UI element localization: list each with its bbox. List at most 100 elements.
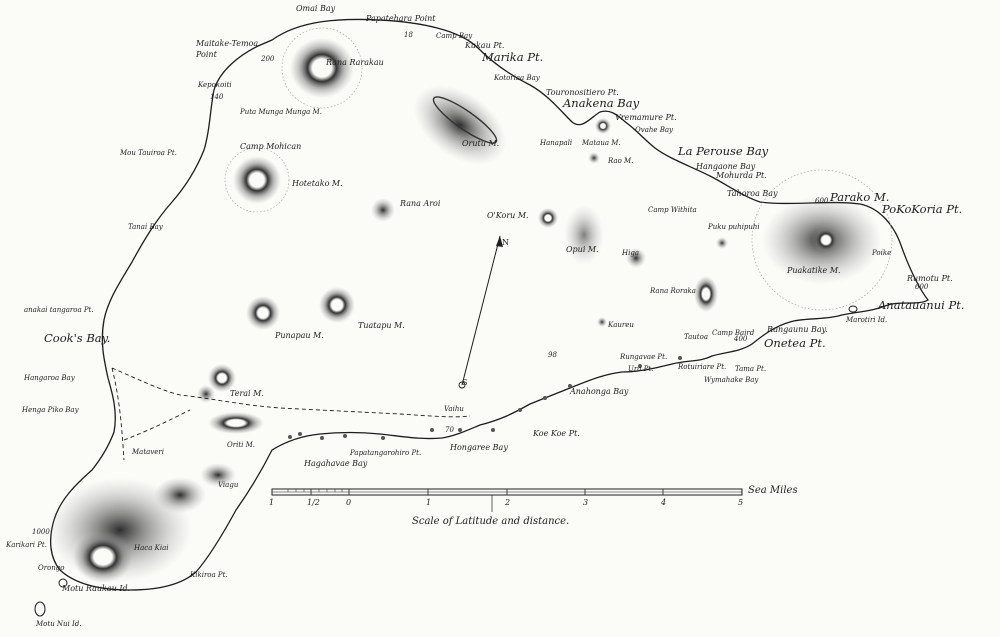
label-mou-tauiroa-pt: Mou Tauiroa Pt. [120,149,177,157]
hill-orutu [413,85,507,165]
label-hotetako-m: Hotetako M. [292,179,343,188]
elevation-label: 600 [915,283,929,291]
label-mataveri: Mataveri [132,448,165,456]
label-hongaree-bay: Hongaree Bay [450,443,508,452]
hill-ring-2 [751,169,893,311]
label-rana-aroi: Rana Aroi [400,199,441,208]
hill-ring-3 [224,147,290,213]
elevation-label: 600 [815,197,829,205]
label-anahonga-bay: Anahonga Bay [570,387,629,396]
hill-hotetako [233,156,281,204]
scale-tick: 4 [661,498,667,507]
hill-rana-roraka [694,276,718,312]
label-anatauanui-pt: Anatauanui Pt. [878,298,965,312]
label-motu-raukau-id: Motu Raukau Id. [62,584,131,593]
label-poike: Poike [872,249,892,257]
hill-rana-rarakau [290,38,354,98]
label-parako-m: Parako M. [830,190,890,204]
label-camp-withita: Camp Withita [648,206,697,214]
label-puku-puhipuhi: Puku puhipuhi [708,223,760,231]
label-viagu: Viagu [218,481,239,489]
elevation-label: 200 [261,55,275,63]
hill-terai [208,364,236,392]
label-puakatike-m: Puakatike M. [787,266,841,275]
islet-marotiri [848,305,858,313]
label-koekoe-pt: Koe Koe Pt. [533,429,580,438]
scale-tick: 5 [738,498,744,507]
label-kaureu: Kaureu [608,321,634,329]
scale-tick: 0 [346,498,352,507]
label-mataua-m: Mataua M. [582,139,621,147]
label-camp-baird: Camp Baird [712,329,755,337]
label-la-perouse-bay: La Perouse Bay [678,144,769,158]
label-orongo: Orongo [38,564,65,572]
hill-rano-kau-crater [73,531,133,583]
label-puta-munga-munga: Puta Munga Munga M. [240,108,322,116]
label-marika-pt: Marika Pt. [482,50,544,64]
elevation-label: 1000 [32,528,50,536]
label-hangaroa-bay: Hangaroa Bay [24,374,75,382]
label-rungavae-pt: Rungavae Pt. [620,353,668,361]
islet-motu-raukau [58,578,68,588]
label-rangaunu-bay: Rangaunu Bay. [767,325,828,334]
hill-higa [626,248,646,268]
label-tama-pt: Tama Pt. [735,365,767,373]
label-tahoroa-bay: Tahoroa Bay [727,189,778,198]
label-henga-piko-bay: Henga Piko Bay [22,406,79,414]
label-haca-kiai: Haca Kiai [134,544,169,552]
coastline [49,18,929,591]
label-marotiri-id: Marotiri Id. [846,316,888,324]
label-okoru-m: O'Koru M. [487,211,529,220]
label-ura-pt: Ura Pt. [628,365,654,373]
scale-tick: 1 [269,498,275,507]
label-higa: Higa [622,249,639,257]
label-kukau-pt: Kukau Pt. [465,41,505,50]
label-rotuiriare-pt: Rotuiriare Pt. [678,363,727,371]
label-omai-bay: Omai Bay [296,4,336,13]
label-mohurda-pt: Mohurda Pt. [716,171,767,180]
hill-ring-1 [281,27,363,109]
label-hagahavae-bay: Hagahavae Bay [304,459,368,468]
elevation-label: 18 [404,31,413,39]
label-ovahe-bay: Ovahe Bay [635,126,674,134]
scale-tick: 2 [505,498,511,507]
label-onetea-pt: Onetea Pt. [764,336,826,350]
route-track [111,367,471,461]
north-arrow-tail [458,381,466,389]
label-cooks-bay: Cook's Bay. [44,331,111,345]
label-papatehara-point: Papatehara Point [366,14,436,23]
elevation-label: 70 [445,426,454,434]
label-kikiroa-pt: Kikiroa Pt. [190,571,228,579]
elevation-label: 140 [210,93,224,101]
label-tuatapu-m: Tuatapu M. [358,321,405,330]
hill-terai-2 [197,385,215,403]
hill-southwest-2 [154,477,206,513]
scale-tick: 3 [583,498,589,507]
islet-motu-nui [34,601,46,617]
label-hangaone-bay: Hangaone Bay [696,162,756,171]
elevation-label: 400 [734,335,748,343]
coastal-statues [288,356,682,440]
scale-bar [271,488,743,512]
label-rumotu-pt: Rumotu Pt. [907,274,953,283]
hill-opui [564,205,604,265]
hill-rana-aroi [371,198,395,222]
label-rana-roraka: Rana Roraka [650,287,696,295]
label-papatangarohiro-pt: Papatangarohiro Pt. [350,449,422,457]
label-motu-nui-id: Motu Nui Id. [36,620,82,628]
hill-oriti [208,412,264,434]
label-wymahake-bay: Wymahake Bay [704,376,759,384]
north-arrow-shaft [461,235,501,386]
hill-rao [588,152,600,164]
north-arrow-head [496,236,503,247]
hill-puku [716,237,728,249]
scale-unit-label: Sea Miles [748,485,798,496]
label-karikari-pt: Karikari Pt. [6,541,47,549]
scale-tick: 1 [426,498,432,507]
label-punapau-m: Punapau M. [275,331,324,340]
hill-tuatapu [319,287,355,323]
scale-caption: Scale of Latitude and distance. [412,516,570,527]
label-opui-m: Opui M. [566,245,599,254]
label-touronositiero-pt: Touronositiero Pt. [546,88,619,97]
north-arrow-s-label: S [462,378,468,387]
